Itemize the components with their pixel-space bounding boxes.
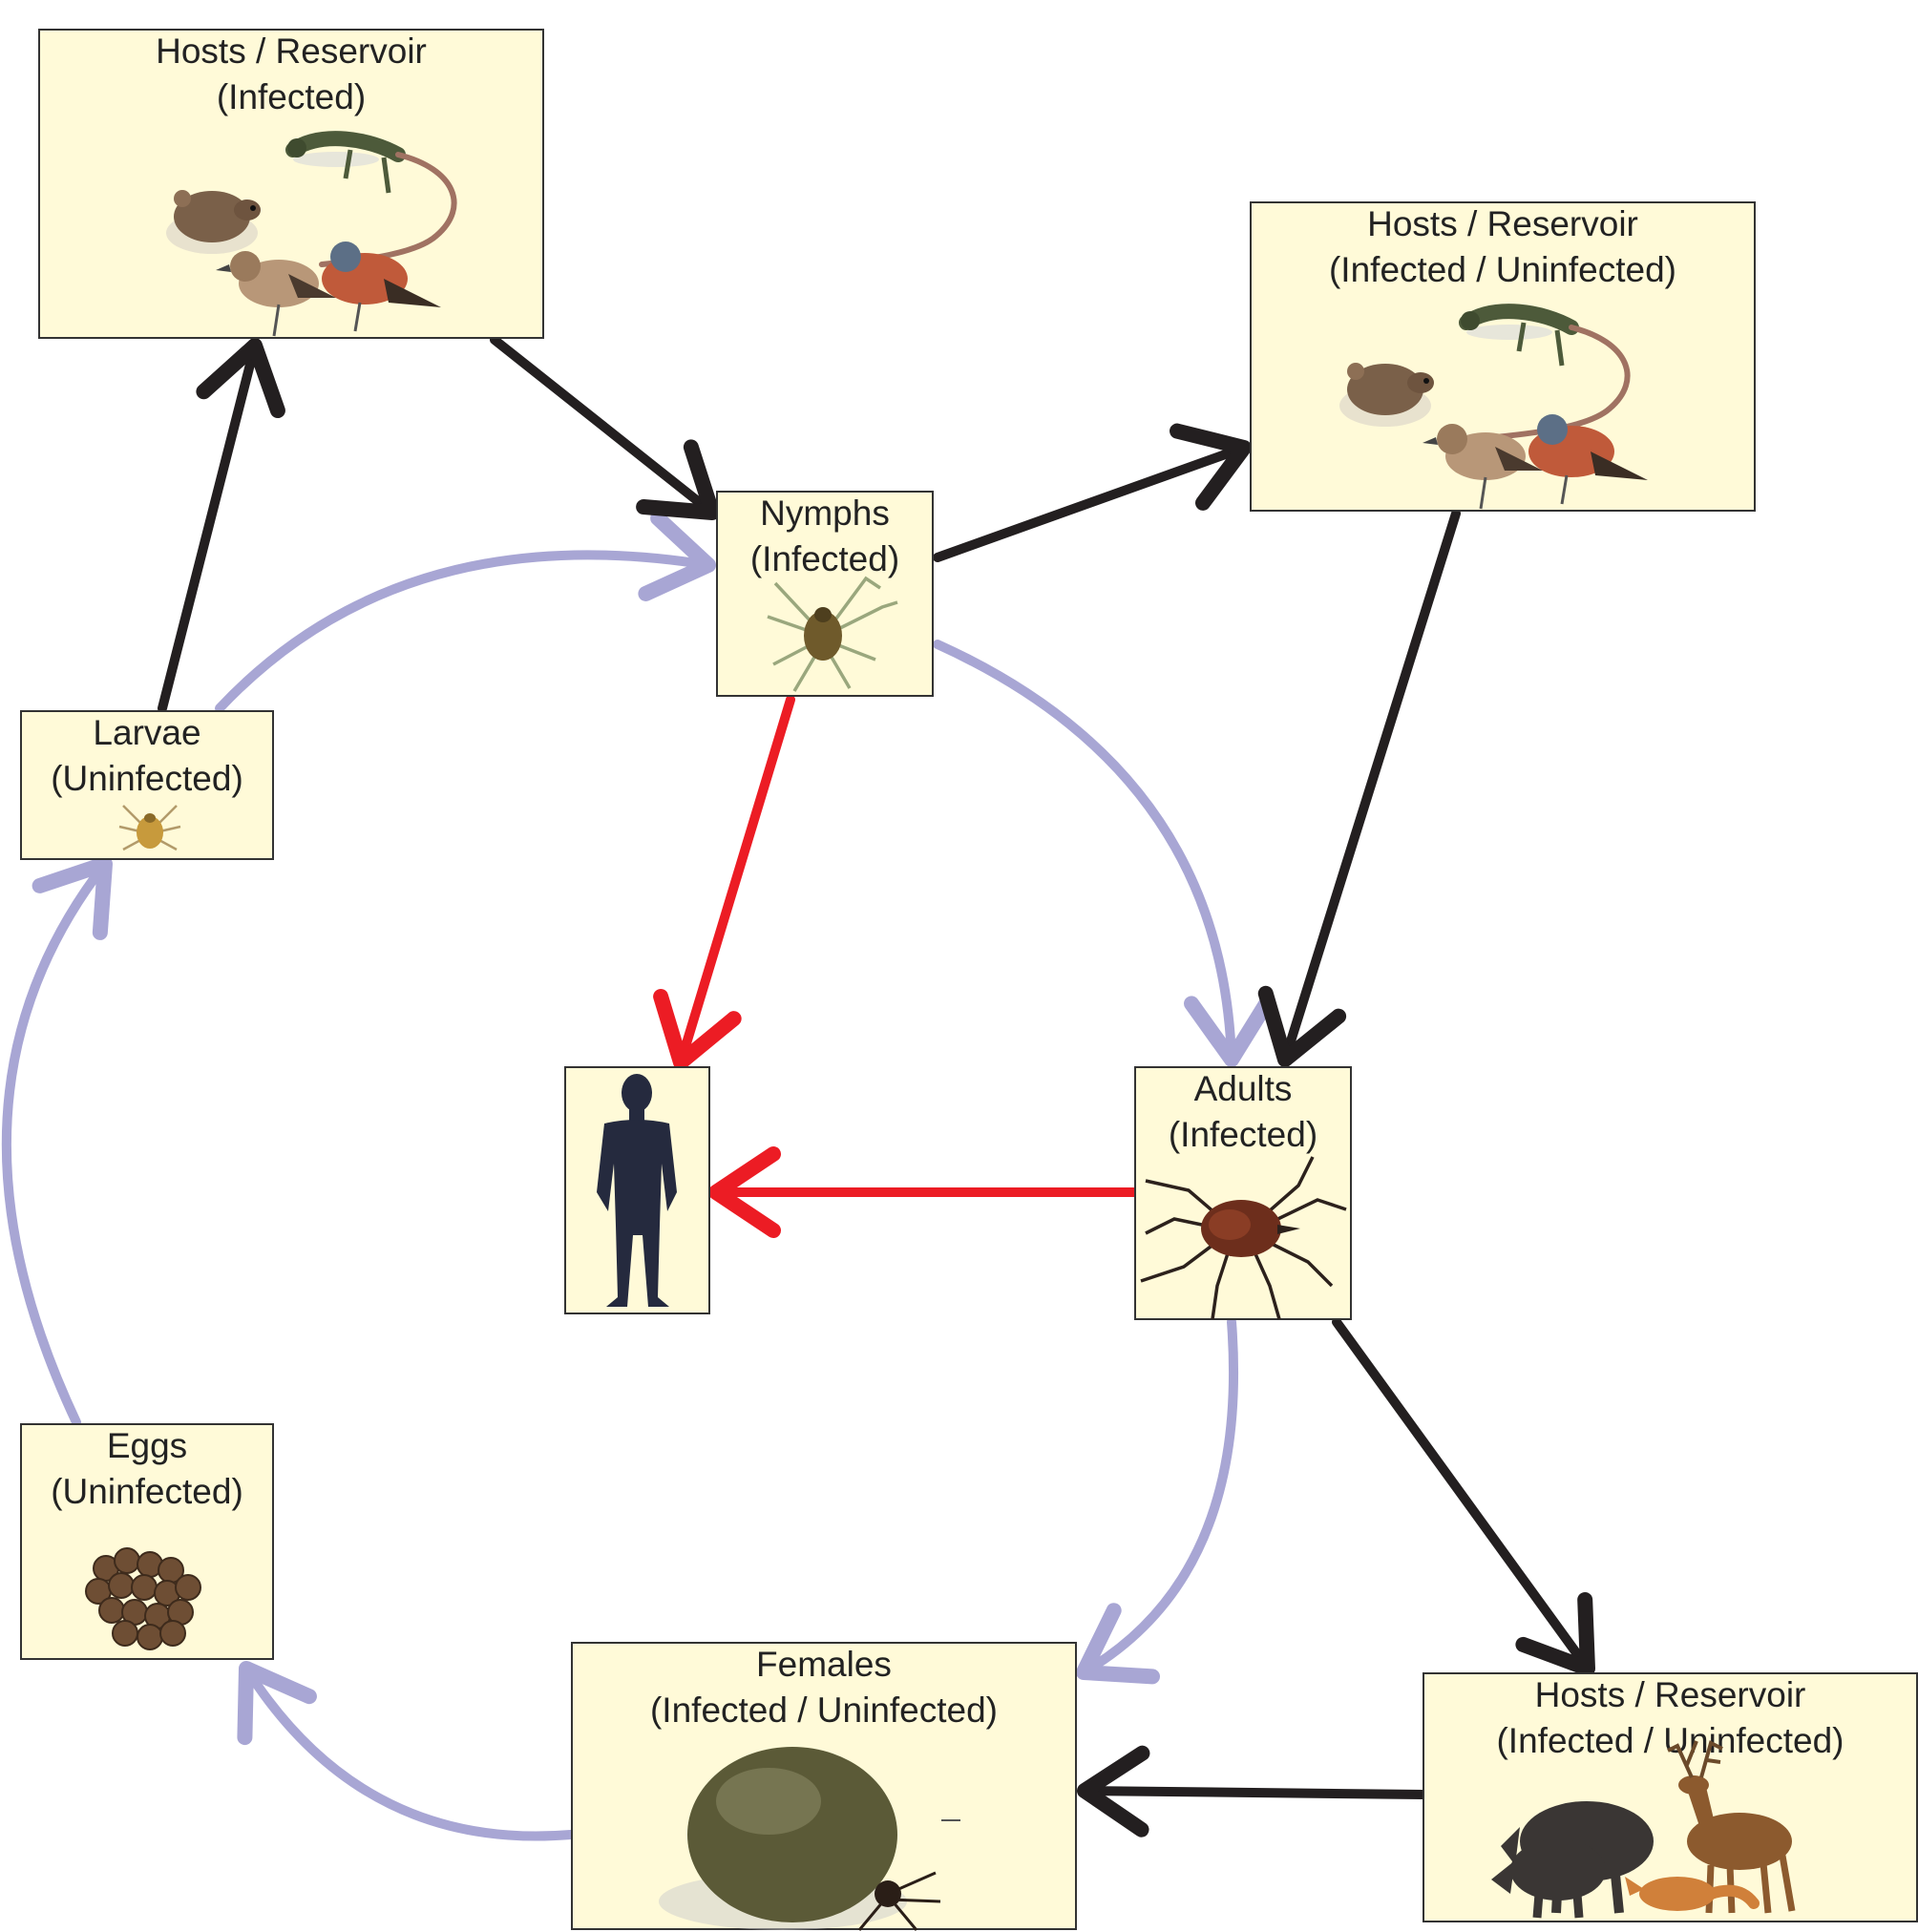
human-art <box>597 1074 677 1307</box>
edge-adults-to-hosts-large-mixed <box>1332 1317 1595 1676</box>
node-label-line2: (Infected / Uninfected) <box>1496 1721 1844 1760</box>
engorged-tick-icon <box>659 1747 960 1931</box>
edge-eggs-to-larvae <box>1 856 113 1427</box>
edge-larvae-to-nymphs <box>215 510 716 713</box>
edge-adults-to-females <box>1076 1317 1239 1685</box>
node-larvae: Larvae (Uninfected) <box>20 710 274 860</box>
node-label-line1: Adults <box>1193 1069 1293 1108</box>
node-label: Adults (Infected) <box>1136 1066 1350 1158</box>
eggs-art <box>85 1547 201 1650</box>
node-eggs: Eggs (Uninfected) <box>20 1423 274 1660</box>
node-label-line2: (Infected / Uninfected) <box>649 1690 999 1730</box>
large-hosts-art <box>1491 1740 1796 1919</box>
tick-icon <box>118 805 181 851</box>
node-label-line1: Hosts / Reservoir <box>1534 1675 1806 1714</box>
edge-nymphs-to-human <box>653 695 795 1070</box>
node-label: Hosts / Reservoir (Infected / Uninfected) <box>1252 201 1754 293</box>
adult-tick-art <box>1140 1156 1347 1320</box>
node-label-line2: (Infected) <box>216 77 367 116</box>
node-label: Females (Infected / Uninfected) <box>573 1642 1075 1733</box>
node-label-line1: Hosts / Reservoir <box>1367 204 1638 243</box>
female-tick-art <box>659 1747 960 1931</box>
node-nymphs: Nymphs (Infected) <box>716 491 934 697</box>
node-adults: Adults (Infected) <box>1134 1066 1352 1320</box>
larva-art <box>118 805 181 851</box>
node-human <box>564 1066 710 1314</box>
node-label-line2: (Uninfected) <box>51 759 243 798</box>
lizard-icon <box>285 131 457 267</box>
node-hosts-small-mixed: Hosts / Reservoir (Infected / Uninfected) <box>1250 201 1756 512</box>
lizard-icon <box>1459 304 1631 440</box>
edge-hosts-large-mixed-to-females <box>1077 1745 1427 1838</box>
node-label-line1: Nymphs <box>760 494 890 533</box>
mouse-icon <box>166 190 261 254</box>
edge-larvae-to-hosts-infected <box>158 338 285 713</box>
tick-icon <box>767 576 898 692</box>
tick-icon <box>1140 1156 1347 1320</box>
node-label-line2: (Infected) <box>749 539 900 578</box>
edge-hosts-small-mixed-to-adults <box>1257 509 1461 1067</box>
node-label: Eggs (Uninfected) <box>22 1423 272 1515</box>
node-females: Females (Infected / Uninfected) <box>571 1642 1077 1931</box>
node-label: Hosts / Reservoir (Infected / Uninfected) <box>1424 1672 1916 1764</box>
node-label-line2: (Uninfected) <box>51 1472 243 1511</box>
node-hosts-infected: Hosts / Reservoir (Infected) <box>38 29 544 339</box>
node-label: Nymphs (Infected) <box>718 491 932 582</box>
small-hosts-art <box>166 131 457 337</box>
boar-icon <box>1491 1801 1654 1919</box>
bird-icon <box>216 242 441 337</box>
edge-hosts-infected-to-nymphs <box>490 335 720 520</box>
fox-icon <box>1625 1877 1760 1911</box>
node-label-line1: Hosts / Reservoir <box>156 32 427 71</box>
node-label: Larvae (Uninfected) <box>22 710 272 802</box>
edge-nymphs-to-adults <box>933 640 1275 1067</box>
small-hosts-art <box>1339 304 1648 510</box>
edge-females-to-eggs <box>237 1661 576 1841</box>
human-silhouette-icon <box>597 1074 677 1307</box>
nymph-art <box>767 576 898 692</box>
node-label-line1: Eggs <box>106 1426 188 1465</box>
edge-nymphs-to-hosts-small-mixed <box>933 423 1252 562</box>
mouse-icon <box>1339 363 1434 427</box>
node-label-line1: Females <box>756 1645 892 1684</box>
node-label-line1: Larvae <box>93 713 201 752</box>
node-label: Hosts / Reservoir (Infected) <box>40 29 542 120</box>
bird-icon <box>1423 414 1648 510</box>
eggs-icon <box>85 1547 201 1650</box>
node-label-line2: (Infected / Uninfected) <box>1328 250 1677 289</box>
node-hosts-large-mixed: Hosts / Reservoir (Infected / Uninfected) <box>1423 1672 1918 1922</box>
node-label-line2: (Infected) <box>1168 1115 1318 1154</box>
